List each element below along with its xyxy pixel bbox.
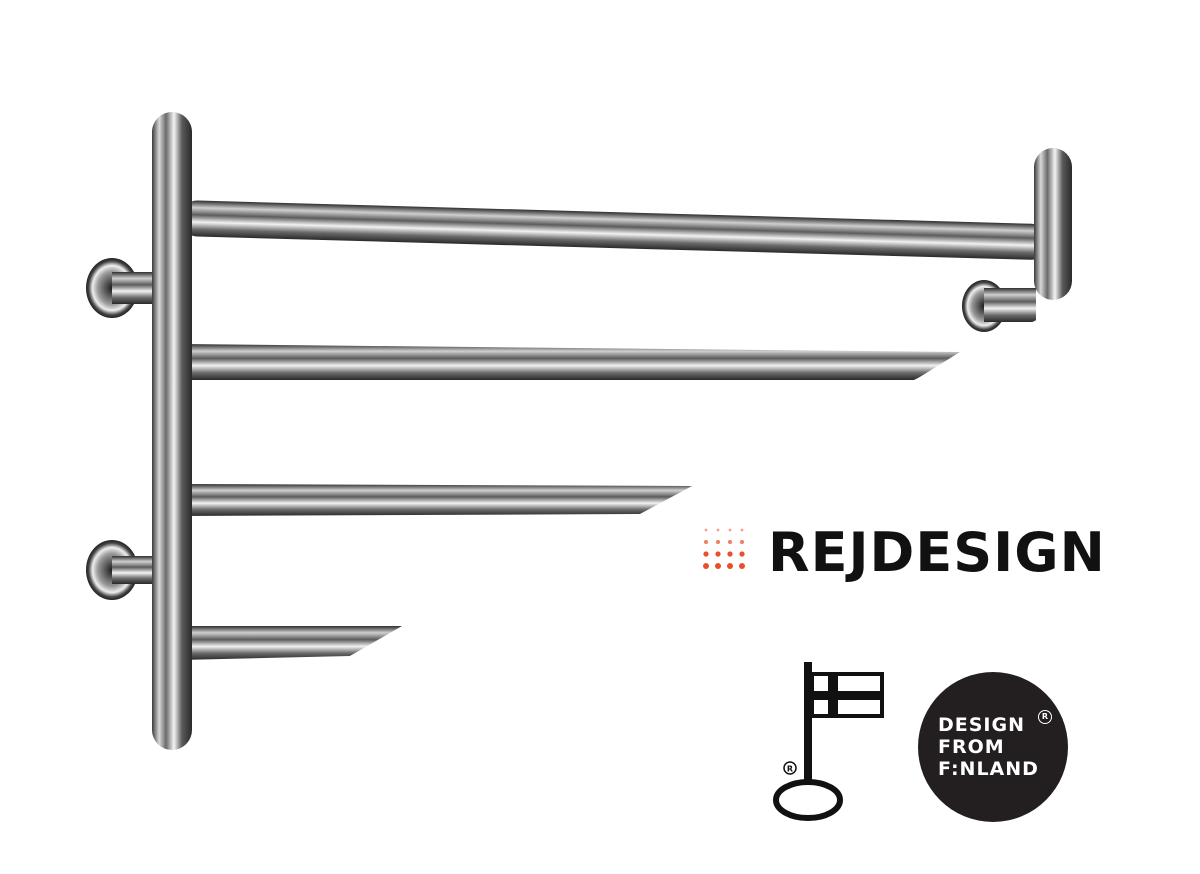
badge-registered-mark: R <box>1038 710 1052 724</box>
badge-line-2: FROM <box>938 736 1005 758</box>
brand-dots-icon <box>703 528 745 569</box>
rail-bar-4 <box>180 626 402 660</box>
design-from-finland-badge: DESIGN FROM F:NLAND R <box>918 672 1068 822</box>
rail-bar-1 <box>179 200 1050 260</box>
wall-mount-top-left <box>86 258 156 318</box>
wall-mount-bottom-left <box>86 540 156 600</box>
brand-logo: REJDESIGN <box>702 516 1105 596</box>
brand-name: REJDESIGN <box>768 521 1106 584</box>
rail-bar-3 <box>180 484 692 516</box>
right-post <box>962 148 1072 332</box>
badge-line-3: F:NLAND <box>938 758 1039 780</box>
badge-line-1: DESIGN <box>938 714 1026 736</box>
left-post <box>152 112 192 750</box>
key-flag-icon: R <box>773 662 884 821</box>
rail-bar-2 <box>180 344 960 380</box>
key-flag-registered: R <box>787 765 793 774</box>
